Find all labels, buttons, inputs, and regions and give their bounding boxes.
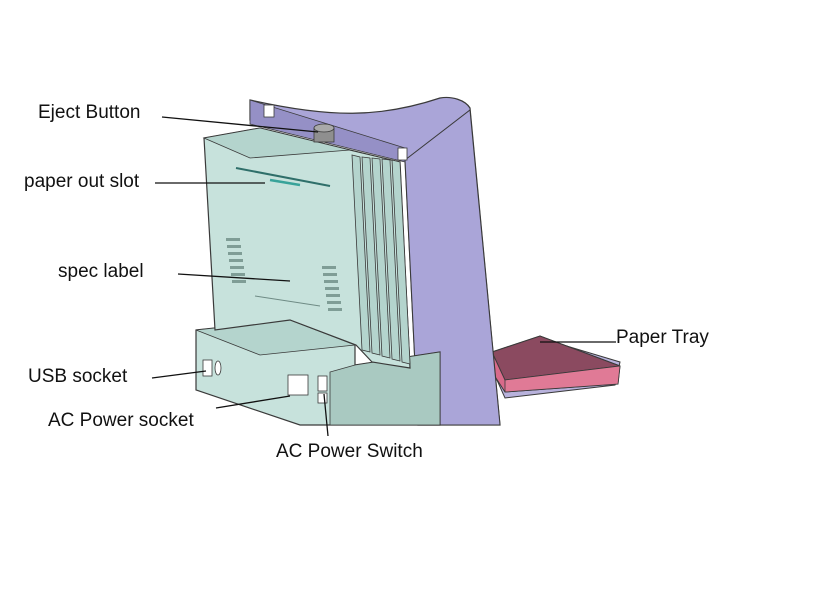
ac-power-socket-shape xyxy=(287,374,309,396)
usb-socket-leader xyxy=(151,370,207,379)
ac-power-switch-leader xyxy=(323,393,329,437)
paper-tray-label: Paper Tray xyxy=(616,327,709,348)
eject-button-shape xyxy=(313,123,335,143)
paper-tray xyxy=(487,335,621,399)
ac-power-socket-leader xyxy=(215,395,291,409)
printer-body xyxy=(202,127,411,369)
ac-power-switch-shape xyxy=(317,375,328,404)
eject-button-leader xyxy=(161,116,319,133)
leader-lines xyxy=(151,116,616,437)
ac-power-switch-label: AC Power Switch xyxy=(276,441,423,462)
paper-out-slot-label: paper out slot xyxy=(24,171,140,192)
usb-socket-label: USB socket xyxy=(28,366,128,387)
ac-power-socket-label: AC Power socket xyxy=(48,410,194,431)
eject-button-label: Eject Button xyxy=(38,102,141,123)
spec-label-label: spec label xyxy=(58,261,144,282)
usb-socket-shape xyxy=(202,359,222,377)
spec-label-leader xyxy=(177,273,291,282)
